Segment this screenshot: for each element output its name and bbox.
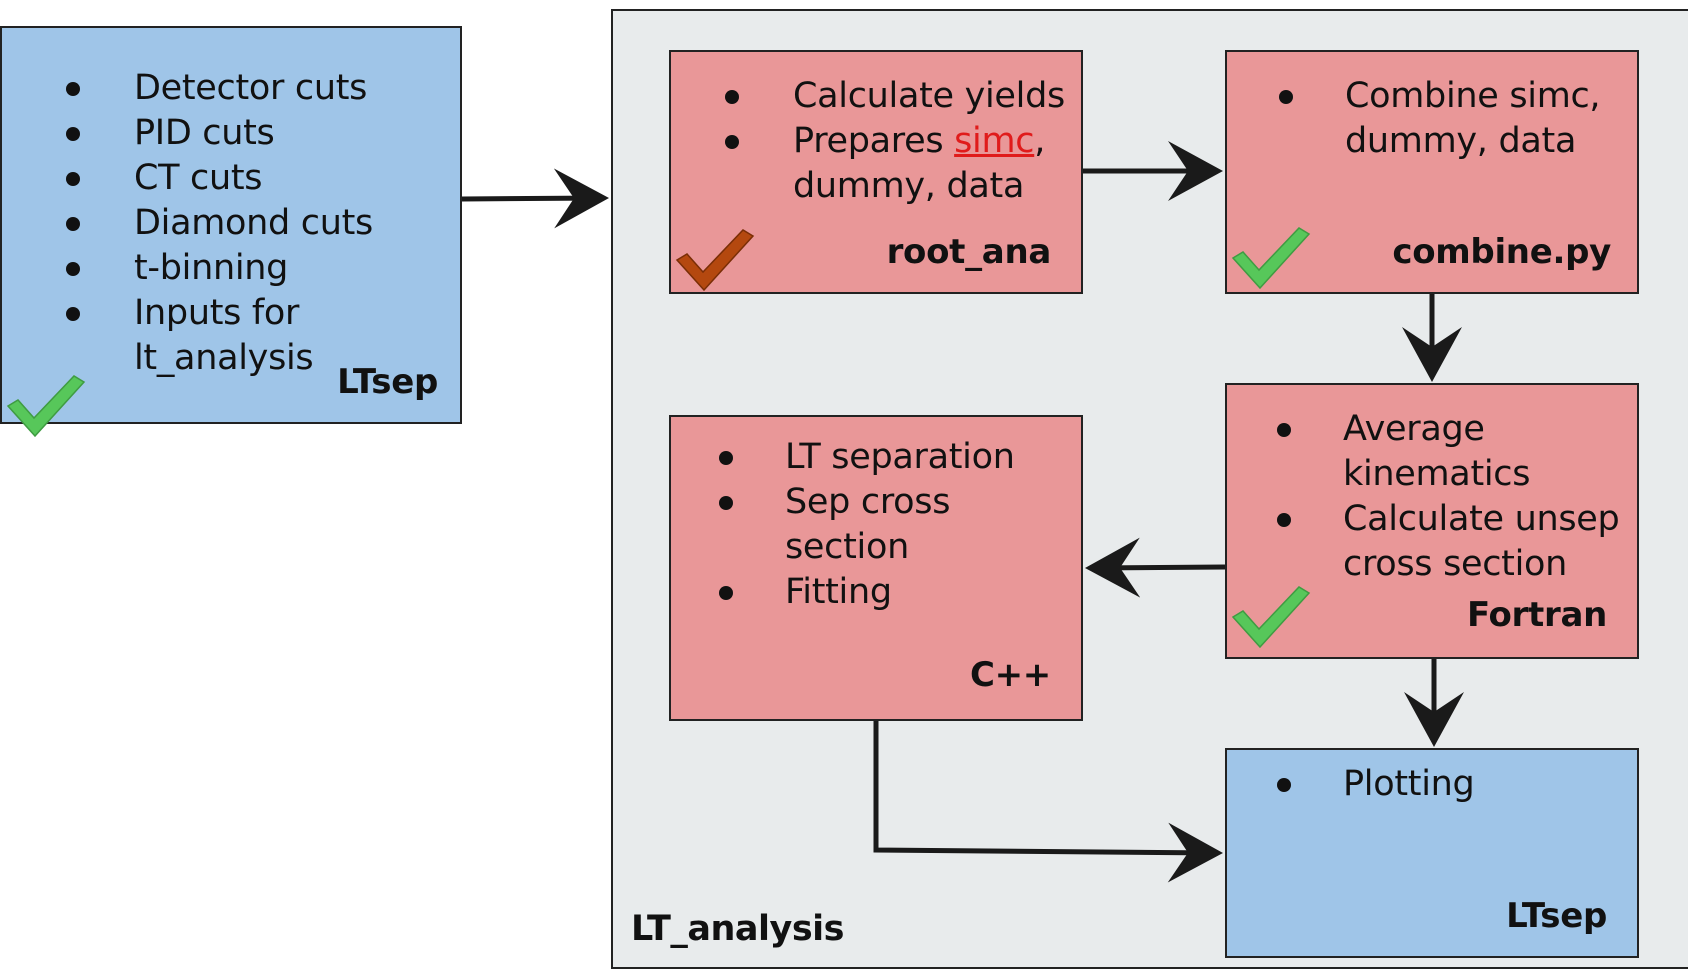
list-item: Calculate yields bbox=[725, 74, 1065, 119]
prepares-text: Prepares bbox=[793, 121, 955, 161]
dummy-data-text: , dummy, data bbox=[793, 121, 1046, 206]
ltsep-plotting-list: Plotting bbox=[1277, 762, 1475, 807]
list-item: Inputs for lt_analysis bbox=[66, 291, 373, 381]
green-checkmark-icon bbox=[1231, 586, 1311, 649]
combine-box: Combine simc, dummy, data combine.py bbox=[1225, 50, 1639, 294]
fortran-box: Average kinematics Calculate unsep cross… bbox=[1225, 383, 1639, 659]
list-item: Sep cross section bbox=[719, 480, 1015, 570]
list-item: CT cuts bbox=[66, 156, 373, 201]
list-item: LT separation bbox=[719, 435, 1015, 480]
list-item: Plotting bbox=[1277, 762, 1475, 807]
ltsep-preprocessing-list: Detector cuts PID cuts CT cuts Diamond c… bbox=[66, 66, 373, 381]
list-item: Average kinematics bbox=[1277, 407, 1619, 497]
list-item: Diamond cuts bbox=[66, 201, 373, 246]
simc-link[interactable]: simc bbox=[954, 121, 1035, 161]
fortran-list: Average kinematics Calculate unsep cross… bbox=[1277, 407, 1620, 587]
list-item: Detector cuts bbox=[66, 66, 373, 111]
cpp-box: LT separation Sep cross section Fitting … bbox=[669, 415, 1083, 721]
ltsep-plotting-label: LTsep bbox=[1506, 896, 1607, 936]
root-ana-list: Calculate yields Prepares simc, dummy, d… bbox=[725, 74, 1065, 209]
list-item: t-binning bbox=[66, 246, 373, 291]
cpp-list: LT separation Sep cross section Fitting bbox=[719, 435, 1015, 615]
root-ana-box: Calculate yields Prepares simc, dummy, d… bbox=[669, 50, 1083, 294]
green-checkmark-icon bbox=[1231, 227, 1311, 290]
list-item: Calculate unsep cross section bbox=[1277, 497, 1620, 587]
ltsep-preprocessing-box: Detector cuts PID cuts CT cuts Diamond c… bbox=[0, 26, 462, 438]
combine-label: combine.py bbox=[1392, 232, 1611, 272]
arrow-ltsep-to-analysis bbox=[461, 168, 609, 229]
list-item: Prepares simc, dummy, data bbox=[725, 119, 1065, 209]
list-item: Combine simc, dummy, data bbox=[1279, 74, 1601, 164]
list-item: Fitting bbox=[719, 570, 1015, 615]
ltsep-plotting-box: Plotting LTsep bbox=[1225, 748, 1639, 958]
orange-checkmark-icon bbox=[675, 229, 755, 292]
cpp-label: C++ bbox=[969, 655, 1051, 695]
ltsep-preprocessing-label: LTsep bbox=[337, 362, 438, 402]
lt-analysis-label: LT_analysis bbox=[631, 909, 845, 949]
list-item: PID cuts bbox=[66, 111, 373, 156]
fortran-label: Fortran bbox=[1466, 595, 1607, 635]
root-ana-label: root_ana bbox=[886, 232, 1052, 272]
green-checkmark-icon bbox=[6, 375, 86, 438]
combine-list: Combine simc, dummy, data bbox=[1279, 74, 1601, 164]
